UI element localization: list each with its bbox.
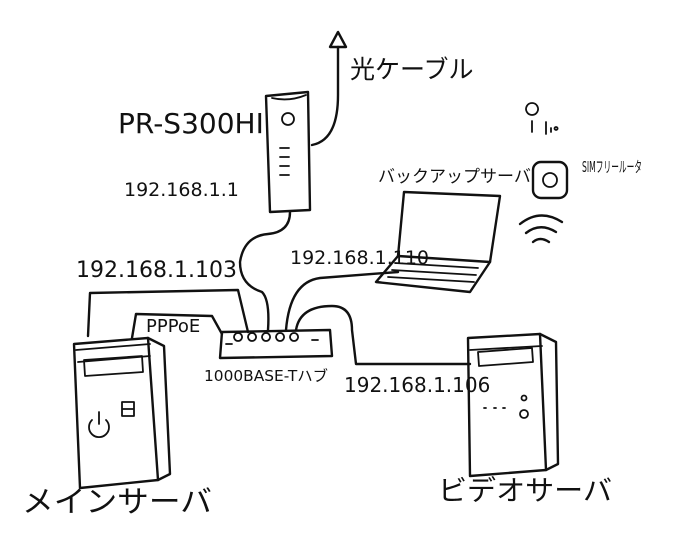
drive-bay — [477, 347, 534, 367]
sim-router-label: SIMフリールータ — [582, 158, 642, 176]
button-icon — [519, 409, 529, 419]
fiber-antenna-icon — [310, 30, 348, 147]
router-ip-label: 192.168.1.1 — [124, 179, 239, 201]
backup-server-label: バックアップサーバ — [378, 167, 531, 187]
video-ip-label: 192.168.1.106 — [344, 373, 490, 397]
wifi-icon — [518, 214, 564, 244]
sim-router-device — [525, 102, 569, 200]
network-cables — [86, 210, 472, 366]
video-server-tower — [466, 332, 560, 478]
video-server-label: ビデオサーバ — [438, 474, 612, 507]
hub-device — [218, 328, 334, 360]
laptop-icon — [374, 190, 502, 294]
main-ip-label: 192.168.1.103 — [76, 258, 237, 283]
main-server-label: メインサーバ — [22, 485, 212, 520]
antenna-icon — [525, 102, 559, 135]
drive-bay — [83, 355, 144, 377]
pppoe-label: PPPoE — [146, 316, 200, 337]
disk-icon — [121, 401, 135, 417]
router-model-label: PR-S300HI — [118, 107, 264, 140]
backup-ip-label: 192.168.1.110 — [290, 247, 429, 269]
main-server-tower — [72, 336, 172, 490]
power-icon — [88, 411, 110, 439]
button-icon — [520, 394, 528, 402]
fiber-cable-label: 光ケーブル — [350, 55, 474, 84]
router-power-icon — [281, 112, 295, 126]
router-device — [264, 90, 312, 214]
hub-label: 1000BASE-Tハブ — [204, 367, 328, 385]
